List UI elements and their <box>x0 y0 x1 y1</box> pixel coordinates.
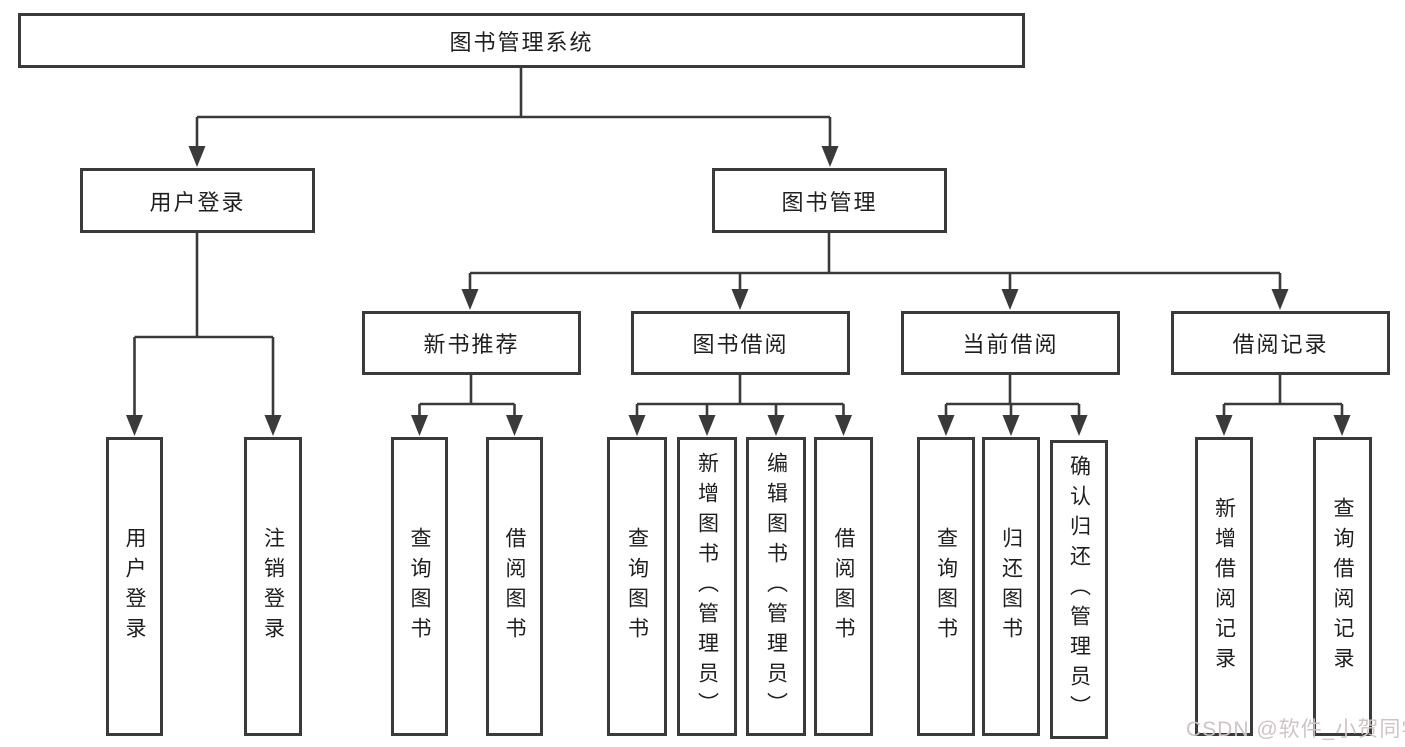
leaf-query-books-1-label: 查询图书 <box>408 526 431 647</box>
leaf-query-books-2: 查询图书 <box>607 437 667 736</box>
leaf-query-books-3-label: 查询图书 <box>934 526 958 647</box>
leaf-query-books-3: 查询图书 <box>917 437 975 736</box>
leaf-logout-label: 注销登录 <box>261 526 285 647</box>
leaf-add-borrow-record: 新增借阅记录 <box>1195 437 1253 736</box>
leaf-borrow-books-1: 借阅图书 <box>486 437 543 736</box>
leaf-logout: 注销登录 <box>244 437 302 736</box>
leaf-query-borrow-record-label: 查询借阅记录 <box>1331 496 1354 677</box>
leaf-borrow-books-2: 借阅图书 <box>814 437 873 736</box>
leaf-return-books: 归还图书 <box>982 437 1040 736</box>
node-user-login-module: 用户登录 <box>80 168 315 233</box>
node-root-label: 图书管理系统 <box>449 29 594 55</box>
node-current-borrow-label: 当前借阅 <box>962 332 1059 357</box>
leaf-query-books-2-label: 查询图书 <box>625 526 649 647</box>
csdn-watermark: CSDN @软件_小贺同学 <box>1186 718 1405 741</box>
leaf-borrow-books-2-label: 借阅图书 <box>832 526 855 647</box>
node-new-book-recommend-label: 新书推荐 <box>423 332 520 357</box>
node-book-borrow: 图书借阅 <box>631 311 850 375</box>
leaf-add-books-admin-label: 新增图书（管理员） <box>695 451 719 722</box>
node-borrow-records: 借阅记录 <box>1171 311 1390 375</box>
leaf-user-login-label: 用户登录 <box>123 526 146 647</box>
leaf-add-books-admin: 新增图书（管理员） <box>677 437 737 736</box>
leaf-confirm-return-admin: 确认归还（管理员） <box>1050 440 1108 739</box>
leaf-query-books-1: 查询图书 <box>391 437 448 736</box>
leaf-borrow-books-1-label: 借阅图书 <box>503 526 526 647</box>
leaf-return-books-label: 归还图书 <box>999 526 1023 647</box>
node-root: 图书管理系统 <box>18 13 1025 68</box>
leaf-confirm-return-admin-label: 确认归还（管理员） <box>1067 454 1091 725</box>
node-new-book-recommend: 新书推荐 <box>362 311 581 375</box>
leaf-query-borrow-record: 查询借阅记录 <box>1313 437 1372 736</box>
node-borrow-records-label: 借阅记录 <box>1232 332 1329 357</box>
leaf-edit-books-admin: 编辑图书（管理员） <box>746 437 806 736</box>
node-book-management-label: 图书管理 <box>781 189 878 215</box>
leaf-edit-books-admin-label: 编辑图书（管理员） <box>764 451 788 722</box>
leaf-user-login: 用户登录 <box>106 437 163 736</box>
leaf-add-borrow-record-label: 新增借阅记录 <box>1212 496 1236 677</box>
node-user-login-module-label: 用户登录 <box>149 189 246 215</box>
node-current-borrow: 当前借阅 <box>901 311 1120 375</box>
node-book-borrow-label: 图书借阅 <box>692 332 789 357</box>
node-book-management: 图书管理 <box>712 168 947 233</box>
